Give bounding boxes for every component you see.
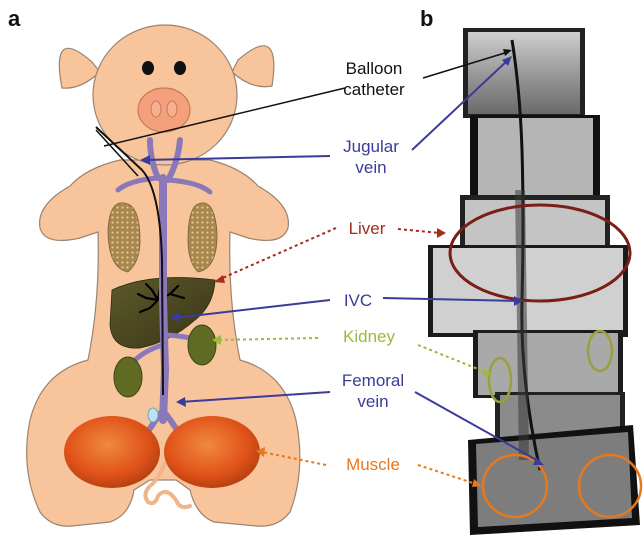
balloon-tip	[148, 408, 158, 422]
panel-label-a: a	[8, 6, 20, 32]
pig-snout	[138, 88, 190, 132]
right-thigh-muscle	[164, 416, 260, 488]
left-kidney	[114, 357, 142, 397]
left-thigh-muscle	[64, 416, 160, 488]
muscle-label: Muscle	[330, 454, 416, 475]
balloon-catheter-label-line1: Balloon	[328, 58, 420, 79]
pig-left-eye	[142, 61, 154, 75]
ivc-label: IVC	[334, 290, 382, 311]
jugular-vein-label-line1: Jugular	[332, 136, 410, 157]
pig-left-nostril	[151, 101, 161, 117]
jugular-vein-label-line2: vein	[332, 157, 410, 178]
jugular-vein-label: Jugular vein	[332, 136, 410, 178]
panel-label-b: b	[420, 6, 433, 32]
femoral-vein-label-line2: vein	[332, 391, 414, 412]
femoral-vein-label-line1: Femoral	[332, 370, 414, 391]
femoral-vein-label: Femoral vein	[332, 370, 414, 412]
balloon-catheter-label: Balloon catheter	[328, 58, 420, 100]
pig-right-nostril	[167, 101, 177, 117]
balloon-catheter-label-line2: catheter	[328, 79, 420, 100]
pig-right-eye	[174, 61, 186, 75]
kidney-label: Kidney	[322, 326, 416, 347]
xray-vessel	[520, 190, 524, 460]
liver-label: Liver	[338, 218, 396, 239]
right-kidney	[188, 325, 216, 365]
pig-right-ear	[232, 46, 274, 87]
